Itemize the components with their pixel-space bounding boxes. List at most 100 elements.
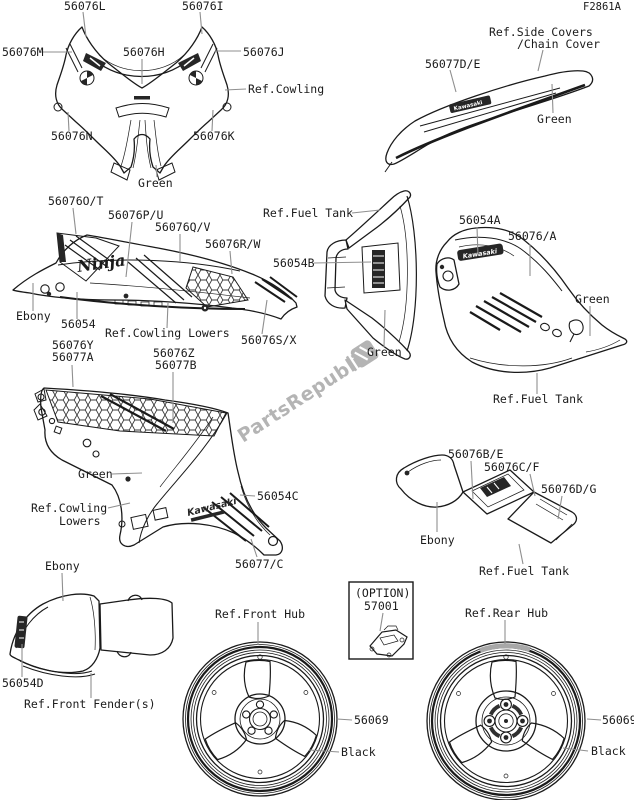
label-56054B: 56054B [273, 256, 315, 270]
label-ref-front-hub: Ref.Front Hub [215, 607, 305, 621]
fuel-tank-art: Kawasaki [435, 226, 628, 374]
leader-line [537, 49, 544, 72]
front-wheel-art [182, 641, 338, 797]
honeycomb-decal [185, 266, 249, 308]
label-green-tank-right: Green [575, 292, 610, 306]
side-cowling-art: Ninja [12, 232, 298, 320]
leader-line [250, 538, 258, 558]
leader-line [586, 718, 602, 721]
label-ref-front-fender: Ref.Front Fender(s) [24, 697, 156, 711]
tank-cover-center-art [324, 190, 417, 360]
label-green-lower: Green [78, 467, 113, 481]
leader-line [111, 472, 143, 475]
label-56076DG: 56076D/G [541, 482, 596, 496]
label-56076K: 56076K [193, 129, 235, 143]
label-56076SX: 56076S/X [241, 333, 296, 347]
label-black-front: Black [341, 745, 376, 759]
rear-wheel-art [426, 641, 586, 800]
watermark-logo-icon [350, 340, 379, 368]
label-green-tank-center: Green [367, 345, 402, 359]
label-ref-cowling2: Ref.Cowling [31, 501, 107, 515]
leader-line [383, 309, 386, 348]
leader-line [551, 83, 554, 114]
label-56069-rear: 56069 [602, 713, 634, 727]
leader-line [82, 11, 87, 38]
leader-line [518, 543, 524, 565]
leader-line [125, 221, 133, 278]
leader-line [199, 11, 203, 35]
label-56076RW: 56076R/W [205, 237, 260, 251]
label-ref-fuel-tank-right: Ref.Fuel Tank [493, 392, 583, 406]
label-57001: 57001 [364, 599, 399, 613]
leader-lines [21, 11, 602, 753]
label-56076PU: 56076P/U [108, 208, 163, 222]
side-cover-art: Kawasaki [384, 70, 594, 173]
label-56077B: 56077B [155, 358, 197, 372]
labels: F2861A 56076L 56076I 56076M 56076H 56076… [2, 0, 634, 759]
label-ref-side-covers: Ref.Side Covers [489, 25, 593, 39]
label-56076Z: 56076Z [153, 346, 195, 360]
leader-line [476, 226, 479, 257]
label-ebony-cowl: Ebony [16, 309, 51, 323]
label-ebony-fender: Ebony [45, 559, 80, 573]
diagram-code: F2861A [583, 1, 622, 13]
leader-line [336, 718, 353, 721]
label-black-rear: Black [591, 744, 626, 758]
label-56076I: 56076I [182, 0, 224, 13]
watermark-divider [345, 355, 358, 372]
label-56076N: 56076N [51, 129, 93, 143]
leader-line [67, 111, 70, 132]
leader-line [308, 749, 340, 753]
leader-line [61, 572, 64, 602]
lower-cowling-art: Kawasaki [33, 387, 283, 556]
leader-line [107, 502, 131, 509]
label-option: (OPTION) [355, 586, 410, 600]
leader-line [557, 495, 563, 520]
watermark: PartsRepublik [234, 340, 379, 447]
leader-line [529, 473, 536, 497]
leader-line [211, 109, 214, 132]
leader-line [229, 250, 233, 275]
leader-line [166, 302, 169, 329]
upper-cowling-art [53, 26, 232, 181]
label-56076L: 56076L [64, 0, 106, 13]
label-56054: 56054 [61, 317, 96, 331]
option-box [348, 581, 414, 660]
label-green-sidecover: Green [537, 112, 572, 126]
label-56076A: 56076/A [508, 229, 557, 243]
label-ref-cowling: Ref.Cowling [248, 82, 324, 96]
label-ref-cowling-lowers: Ref.Cowling Lowers [105, 326, 230, 340]
leader-line [449, 69, 457, 93]
label-56054D: 56054D [2, 676, 44, 690]
label-56069-front: 56069 [354, 713, 389, 727]
tank-center-emblem [372, 250, 385, 288]
label-56076CF: 56076C/F [484, 460, 539, 474]
label-56077C: 56077/C [235, 557, 284, 571]
label-ref-fuel-tank-center: Ref.Fuel Tank [263, 206, 353, 220]
leader-line [562, 747, 589, 752]
leader-line [72, 207, 77, 235]
label-ref-fuel-tank-strip: Ref.Fuel Tank [479, 564, 569, 578]
leader-line [155, 164, 158, 178]
label-56076H: 56076H [123, 45, 165, 59]
leader-line [379, 612, 384, 632]
leader-line [224, 88, 247, 91]
label-ebony-strip: Ebony [420, 533, 455, 547]
leader-line [470, 460, 474, 500]
label-ref-chain-cover: /Chain Cover [517, 37, 600, 51]
leader-line [313, 261, 372, 264]
label-ref-rear-hub: Ref.Rear Hub [465, 606, 548, 620]
label-56077DE: 56077D/E [425, 57, 480, 71]
label-56077A: 56077A [52, 350, 94, 364]
label-56076Y: 56076Y [52, 338, 94, 352]
label-56054A: 56054A [459, 213, 501, 227]
fender-emblem [14, 615, 28, 649]
leader-line [71, 364, 74, 388]
leader-line [351, 209, 381, 214]
front-fender-art [9, 593, 174, 678]
label-56076M: 56076M [2, 45, 44, 59]
leader-line [261, 299, 268, 335]
label-56076J: 56076J [243, 45, 285, 59]
